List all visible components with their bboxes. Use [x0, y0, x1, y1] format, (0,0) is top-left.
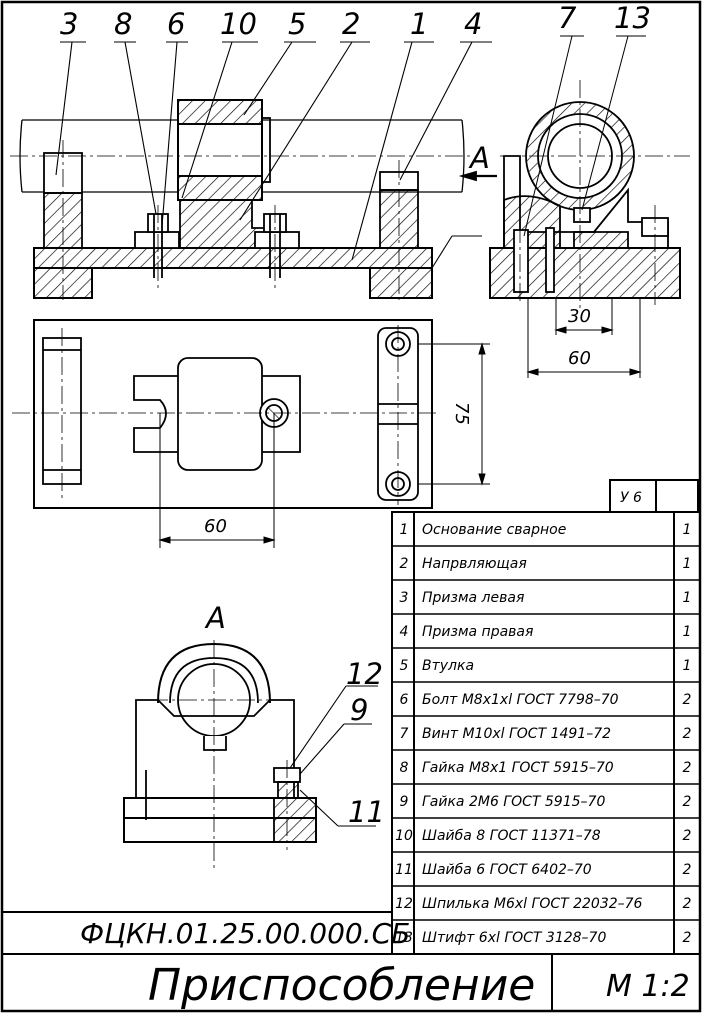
bom-quantity: 1: [683, 658, 692, 674]
bom-quantity: 1: [683, 556, 692, 572]
bom-name: Призма правая: [422, 624, 533, 640]
bom-name: Призма левая: [422, 590, 524, 606]
bom-quantity: 2: [683, 794, 692, 810]
callout-6: 6: [167, 7, 185, 41]
dim-60-plan: 60: [204, 516, 227, 537]
section-marker: А: [468, 141, 490, 175]
view-a-label: А: [204, 601, 226, 635]
bom-name: Штифт 6хl ГОСТ 3128–70: [422, 930, 606, 946]
document-designation: ФЦКН.01.25.00.000.СБ: [80, 917, 410, 950]
bom-quantity: 2: [683, 896, 692, 912]
detail-view-a: [123, 640, 378, 870]
bom-position: 11: [395, 862, 413, 878]
bom-name: Гайка 2М6 ГОСТ 5915–70: [422, 794, 605, 810]
plan-view: [12, 319, 490, 548]
bom-position: 3: [400, 590, 409, 606]
sheet-mark: У 6: [620, 490, 642, 506]
dim-30: 30: [568, 306, 591, 327]
callouts-detail: А 12 9 11: [204, 601, 385, 829]
callout-12: 12: [346, 657, 383, 691]
bom-quantity: 2: [683, 862, 692, 878]
callout-11: 11: [348, 795, 385, 829]
bom-position: 8: [400, 760, 409, 776]
bom-quantity: 2: [683, 828, 692, 844]
dim-60-side: 60: [568, 348, 591, 369]
callout-2: 2: [342, 7, 360, 41]
callout-8: 8: [114, 7, 132, 41]
bom-name: Втулка: [422, 658, 474, 674]
bom-position: 13: [395, 930, 413, 946]
bom-position: 5: [400, 658, 409, 674]
document-scale: М 1:2: [606, 969, 690, 1004]
callout-13: 13: [614, 1, 651, 35]
bom-name: Основание сварное: [422, 522, 566, 538]
callout-7: 7: [558, 1, 577, 35]
bom-name: Шайба 6 ГОСТ 6402–70: [422, 862, 592, 878]
bom-name: Напрвляющая: [422, 556, 527, 572]
bom-quantity: 2: [683, 726, 692, 742]
bom-name: Болт М8х1хl ГОСТ 7798–70: [422, 692, 619, 708]
bom-position: 10: [395, 828, 413, 844]
callout-5: 5: [288, 7, 306, 41]
callout-3: 3: [60, 7, 78, 41]
bom-position: 6: [400, 692, 409, 708]
specification-table: [1, 479, 701, 1012]
document-title: Приспособление: [148, 960, 535, 1011]
bom-quantity: 2: [683, 760, 692, 776]
bom-quantity: 2: [683, 692, 692, 708]
callout-1: 1: [410, 7, 428, 41]
bom-quantity: 2: [683, 930, 692, 946]
bom-quantity: 1: [683, 590, 692, 606]
bom-position: 1: [400, 522, 409, 538]
bom-position: 12: [395, 896, 413, 912]
side-section: [489, 35, 690, 378]
bom-name: Гайка М8х1 ГОСТ 5915–70: [422, 760, 614, 776]
bom-name: Винт М10хl ГОСТ 1491–72: [422, 726, 611, 742]
callout-4: 4: [464, 7, 482, 41]
front-view: [10, 41, 497, 300]
dim-75: 75: [451, 402, 472, 425]
callout-9: 9: [350, 693, 368, 727]
bom-position: 9: [400, 794, 409, 810]
callouts-top: 3 8 6 10 5 2 1 4 7 13 А: [60, 1, 651, 175]
bom-quantity: 1: [683, 624, 692, 640]
dimension-labels: 30 60 75 60: [204, 306, 591, 537]
bom-position: 4: [400, 624, 409, 640]
bom-position: 7: [400, 726, 409, 742]
bom-name: Шпилька М6хl ГОСТ 22032–76: [422, 896, 643, 912]
bom-name: Шайба 8 ГОСТ 11371–78: [422, 828, 601, 844]
callout-10: 10: [220, 7, 257, 41]
bom-position: 2: [400, 556, 409, 572]
bom-quantity: 1: [683, 522, 692, 538]
